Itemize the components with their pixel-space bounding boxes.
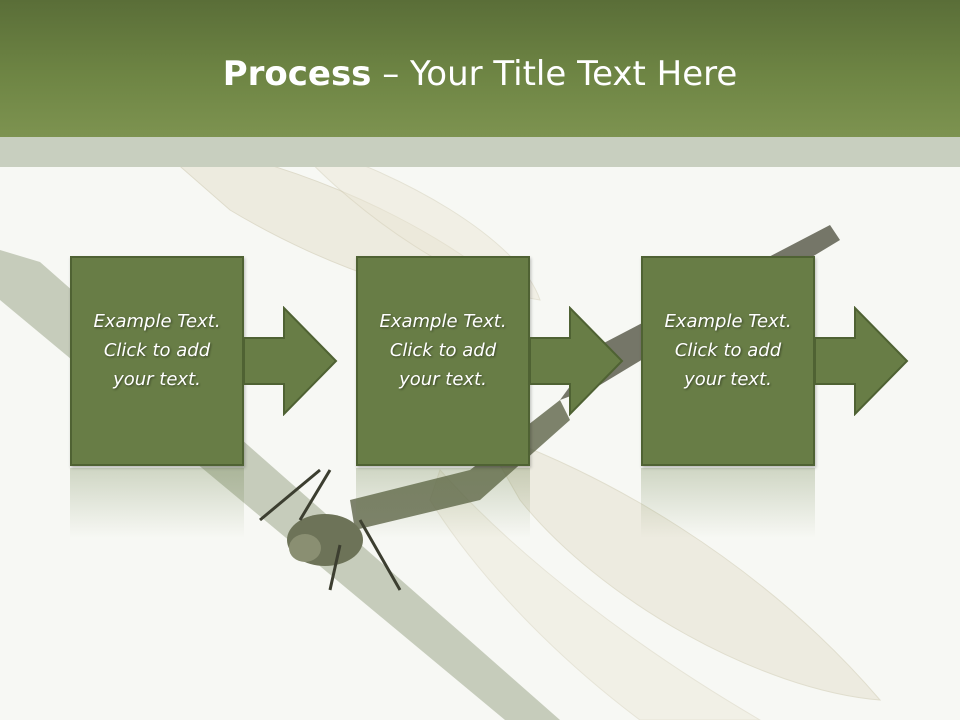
step-text[interactable]: Example Text. Click to add your text. <box>368 307 518 394</box>
step-reflection <box>641 468 815 538</box>
title-rest: – Your Title Text Here <box>371 54 737 94</box>
step-arrow-3[interactable] <box>815 306 911 416</box>
step-arrow-1[interactable] <box>244 306 340 416</box>
page-title[interactable]: Process – Your Title Text Here <box>0 50 960 98</box>
step-line: your text. <box>82 365 232 394</box>
step-line: your text. <box>368 365 518 394</box>
header-band <box>0 137 960 167</box>
step-box[interactable]: Example Text. Click to add your text. <box>641 256 815 466</box>
step-line: Click to add <box>82 336 232 365</box>
step-arrow-2[interactable] <box>530 306 626 416</box>
process-step-2[interactable]: Example Text. Click to add your text. <box>356 256 530 466</box>
title-bold-part: Process <box>223 54 372 94</box>
step-line: your text. <box>653 365 803 394</box>
title-header: Process – Your Title Text Here <box>0 0 960 137</box>
step-text[interactable]: Example Text. Click to add your text. <box>82 307 232 394</box>
step-line: Example Text. <box>653 307 803 336</box>
step-line: Example Text. <box>82 307 232 336</box>
step-line: Click to add <box>368 336 518 365</box>
step-box[interactable]: Example Text. Click to add your text. <box>356 256 530 466</box>
process-step-1[interactable]: Example Text. Click to add your text. <box>70 256 244 466</box>
step-reflection <box>70 468 244 538</box>
step-box[interactable]: Example Text. Click to add your text. <box>70 256 244 466</box>
step-text[interactable]: Example Text. Click to add your text. <box>653 307 803 394</box>
step-reflection <box>356 468 530 538</box>
step-line: Click to add <box>653 336 803 365</box>
step-line: Example Text. <box>368 307 518 336</box>
process-step-3[interactable]: Example Text. Click to add your text. <box>641 256 815 466</box>
